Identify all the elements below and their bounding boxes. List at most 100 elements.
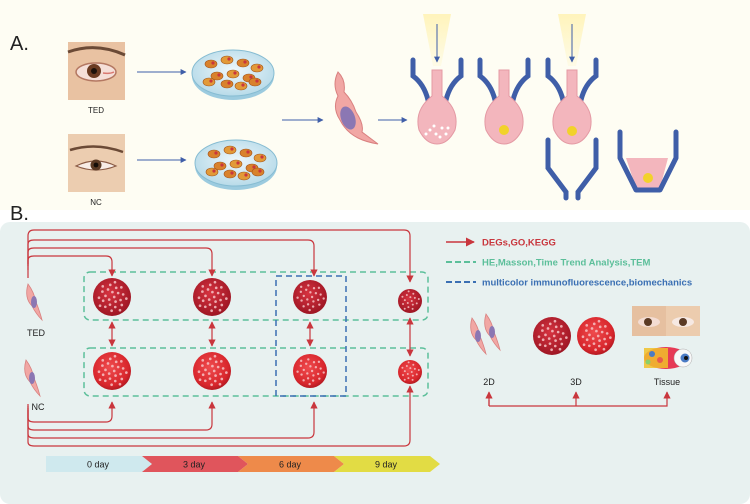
timeline-arrow [46, 456, 152, 472]
tissue-vessel [214, 151, 218, 155]
tissue-chunk [220, 55, 234, 65]
tissue-vessel [212, 169, 216, 173]
ted-spheroids [93, 278, 422, 316]
timeline-segment: 3 day [142, 456, 248, 472]
panel-b-nc-label: NC [32, 402, 45, 412]
model-3d-ted-spheroid [533, 317, 571, 355]
fibroblast-cell [334, 71, 379, 145]
timeline-segment: 9 day [334, 456, 440, 472]
ted-connection-arrows [27, 229, 414, 283]
nc-2d-cells [24, 359, 41, 398]
tissue-chunk [251, 167, 265, 177]
hanging-drop-well-spheroid [477, 57, 531, 145]
tissue-chunk [234, 81, 248, 91]
model-label-tissue: Tissue [654, 377, 680, 387]
tissue-chunk [205, 167, 219, 177]
tissue-vessel [249, 75, 253, 79]
timeline-label: 0 day [87, 460, 110, 470]
hanging-drop-well-seeding [410, 14, 464, 145]
legend-label: HE,Masson,Time Trend Analysis,TEM [482, 258, 650, 269]
model-label-3d: 3D [570, 377, 582, 387]
model-comparison-arrows [485, 392, 667, 407]
panel-b-label: B. [10, 203, 29, 225]
tissue-vessel [255, 79, 259, 83]
collection-well [617, 129, 679, 193]
model-tissue [632, 306, 700, 369]
tissue-vessel [227, 81, 231, 85]
tissue-chunk [226, 69, 240, 79]
timeline-segment: 0 day [46, 456, 152, 472]
tissue-chunk [239, 148, 253, 158]
timeline: 0 day 3 day 6 day 9 day [46, 456, 440, 472]
timeline-arrow [142, 456, 248, 472]
timeline-label: 6 day [279, 460, 302, 470]
ted-tissue-dish [191, 49, 275, 100]
ted-spheroid-day-3 [398, 289, 422, 313]
tissue-vessel [243, 60, 247, 64]
legend-item: multicolor immunofluorescence,biomechani… [446, 278, 692, 289]
panel-b-background [0, 222, 750, 504]
nc-eye-photo [68, 134, 125, 192]
tissue-vessel [220, 163, 224, 167]
hanging-drop-well-transfer [545, 14, 599, 201]
tissue-vessel [260, 155, 264, 159]
tissue-chunk [223, 145, 237, 155]
ted-spheroid-day-1 [193, 278, 231, 316]
panel-a-label: A. [10, 33, 29, 55]
tissue-vessel [244, 173, 248, 177]
tissue-vessel [258, 169, 262, 173]
timeline-segment: 6 day [238, 456, 344, 472]
tissue-vessel [246, 150, 250, 154]
tissue-chunk [237, 171, 251, 181]
tissue-vessel [233, 71, 237, 75]
tissue-chunk [253, 153, 267, 163]
tissue-vessel [230, 171, 234, 175]
ted-spheroid-group-box [83, 271, 429, 321]
legend-label: multicolor immunofluorescence,biomechani… [482, 278, 692, 289]
tissue-chunk [220, 79, 234, 89]
tissue-chunk [229, 159, 243, 169]
tissue-chunk [248, 77, 262, 87]
tissue-vessel [241, 83, 245, 87]
nc-spheroid-group-box [83, 347, 429, 397]
timeline-label: 3 day [183, 460, 206, 470]
timeline-arrow [238, 456, 344, 472]
ted-vs-nc-arrows [108, 317, 414, 357]
legend-label: DEGs,GO,KEGG [482, 238, 556, 249]
ted-eye-photo [67, 42, 126, 100]
nc-spheroids [93, 352, 422, 390]
nc-spheroid-day-0 [93, 352, 131, 390]
tissue-vessel [209, 79, 213, 83]
ted-2d-cells [26, 283, 43, 322]
ted-spheroid-day-2 [293, 280, 327, 314]
nc-spheroid-day-1 [193, 352, 231, 390]
timeline-arrow [334, 456, 440, 472]
tissue-chunk [236, 58, 250, 68]
legend: DEGs,GO,KEGG HE,Masson,Time Trend Analysi… [446, 237, 692, 289]
panel-a-ted-label: TED [88, 106, 104, 115]
legend-item: DEGs,GO,KEGG [446, 237, 556, 249]
tissue-vessel [227, 57, 231, 61]
model-2d-cells [470, 313, 501, 356]
tissue-vessel [217, 73, 221, 77]
model-label-2d: 2D [483, 377, 495, 387]
ted-spheroid-day-0 [93, 278, 131, 316]
nc-spheroid-day-2 [293, 354, 327, 388]
tissue-chunk [202, 77, 216, 87]
nc-spheroid-day-3 [398, 360, 422, 384]
tissue-vessel [252, 165, 256, 169]
tissue-vessel [257, 65, 261, 69]
nc-tissue-dish [194, 139, 278, 190]
tissue-vessel [211, 61, 215, 65]
model-3d-spheroids [533, 317, 615, 355]
model-3d-nc-spheroid [577, 317, 615, 355]
tissue-chunk [207, 149, 221, 159]
panel-b-ted-label: TED [27, 328, 46, 338]
tissue-chunk [250, 63, 264, 73]
legend-item: HE,Masson,Time Trend Analysis,TEM [446, 258, 650, 269]
nc-connection-arrows [27, 385, 414, 447]
tissue-chunk [223, 169, 237, 179]
tissue-vessel [230, 147, 234, 151]
timeline-label: 9 day [375, 460, 398, 470]
